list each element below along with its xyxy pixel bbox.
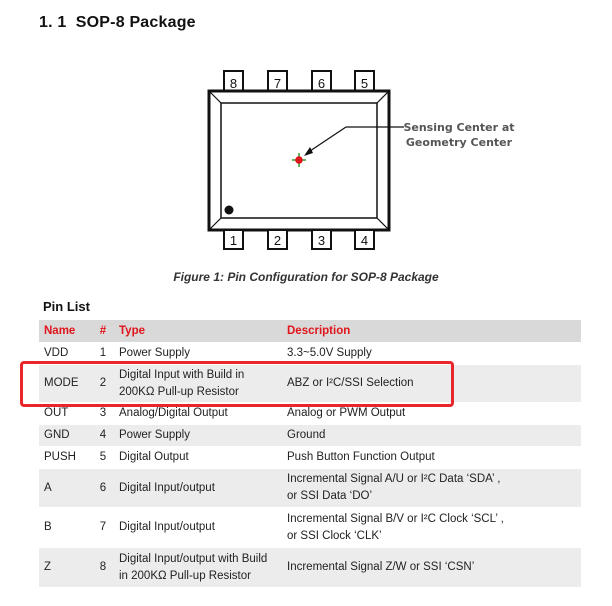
pin-2: 2	[267, 229, 288, 250]
pin-name-cell: MODE	[39, 364, 92, 403]
pin-type-cell: Digital Output	[114, 446, 282, 469]
pin-6: 6	[311, 70, 332, 92]
pin-3-label: 3	[318, 233, 325, 248]
pin1-indicator-dot	[224, 205, 234, 215]
pin-number-cell: 4	[92, 424, 114, 447]
pin-number-cell: 1	[92, 342, 114, 365]
pin-description-cell-line: Push Button Function Output	[287, 451, 435, 463]
pin-1-label: 1	[230, 233, 237, 248]
pin-2-label: 2	[274, 233, 281, 248]
header-type: Type	[114, 320, 282, 343]
header-description: Description	[282, 320, 581, 343]
pin-name-cell: GND	[39, 424, 92, 447]
pin-6-label: 6	[318, 76, 325, 91]
bottom-pins: 1 2 3 4	[223, 229, 375, 250]
pin-name-cell: Z	[39, 547, 92, 588]
pin-type-cell-line: Power Supply	[119, 429, 190, 441]
pin-description-cell-line: or SSI Data ‘DO’	[287, 490, 372, 502]
pin-name-cell: OUT	[39, 402, 92, 425]
pin-1: 1	[223, 229, 244, 250]
pin-8: 8	[223, 70, 244, 92]
sensing-center-marker	[292, 153, 306, 167]
pin-description-cell-line: 3.3~5.0V Supply	[287, 347, 372, 359]
pin-type-cell: Digital Input/output with Build in 200KΩ …	[114, 547, 282, 588]
header-name: Name	[39, 320, 92, 343]
header-num: #	[92, 320, 114, 343]
pin-5: 5	[354, 70, 375, 92]
pin-name-cell: A	[39, 468, 92, 508]
pin-number-cell: 2	[92, 364, 114, 403]
pin-type-cell-line: Digital Input with Build in	[119, 368, 245, 381]
pin-type-cell: Power Supply	[114, 342, 282, 365]
pin-3: 3	[311, 229, 332, 250]
table-header-row: Name # Type Description	[39, 320, 581, 343]
pin-description-cell: Incremental Signal B/V or I²C Clock ‘SCL…	[282, 507, 581, 548]
pin-description-cell: Incremental Signal Z/W or SSI ‘CSN’	[282, 547, 581, 588]
pin-description-cell-line: Incremental Signal A/U or I²C Data ‘SDA’…	[287, 473, 501, 485]
pin-description-cell: 3.3~5.0V Supply	[282, 342, 581, 365]
pin-type-cell-line: 200KΩ Pull-up Resistor	[119, 385, 239, 398]
annotation-line2: Geometry Center	[406, 136, 513, 149]
pin-type-cell-line: Digital Input/output with Build	[119, 552, 268, 565]
pin-number-cell: 3	[92, 402, 114, 425]
pin-8-label: 8	[230, 76, 237, 91]
pin-type-cell: Digital Input with Build in 200KΩ Pull-up…	[114, 364, 282, 403]
figure-caption: Figure 1: Pin Configuration for SOP-8 Pa…	[173, 270, 439, 284]
pin-type-cell-line: Digital Input/output	[119, 481, 215, 494]
pin-type-cell-line: Digital Input/output	[119, 521, 215, 533]
pin-list-title: Pin List	[43, 299, 90, 314]
top-pins: 8 7 6 5	[223, 70, 375, 92]
pin-description-cell-line: Incremental Signal Z/W or SSI ‘CSN’	[287, 561, 475, 573]
pin-type-cell-line: Digital Output	[119, 451, 189, 463]
pin-description-cell-line: Ground	[287, 429, 326, 441]
pin-number-cell: 7	[92, 507, 114, 548]
pin-name-cell: PUSH	[39, 446, 92, 469]
pin-name-cell: B	[39, 507, 92, 548]
pin-name-cell: VDD	[39, 342, 92, 365]
pin-type-cell: Digital Input/output	[114, 507, 282, 548]
pin-number-cell: 5	[92, 446, 114, 469]
annotation-arrow	[304, 126, 404, 156]
pin-type-cell-line: Analog/Digital Output	[119, 407, 228, 419]
pin-type-cell-line: in 200KΩ Pull-up Resistor	[119, 569, 251, 582]
pin-description-cell: Ground	[282, 424, 581, 447]
pin-description-cell-line: ABZ or I²C/SSI Selection	[287, 377, 414, 389]
pin-description-cell-line: Analog or PWM Output	[287, 407, 406, 419]
pin-type-cell-line: Power Supply	[119, 347, 190, 359]
pin-4: 4	[354, 229, 375, 250]
pin-description-cell-line: or SSI Clock ‘CLK’	[287, 529, 382, 542]
pin-type-cell: Digital Input/output	[114, 468, 282, 508]
pin-description-cell: Incremental Signal A/U or I²C Data ‘SDA’…	[282, 468, 581, 508]
pin-5-label: 5	[361, 76, 368, 91]
pin-4-label: 4	[361, 233, 368, 248]
pin-7-label: 7	[274, 76, 281, 91]
pin-description-cell: Analog or PWM Output	[282, 402, 581, 425]
pin-type-cell: Analog/Digital Output	[114, 402, 282, 425]
pin-number-cell: 8	[92, 547, 114, 588]
pin-description-cell: ABZ or I²C/SSI Selection	[282, 364, 581, 403]
pin-7: 7	[267, 70, 288, 92]
pin-description-cell: Push Button Function Output	[282, 446, 581, 469]
sop8-pin-diagram: 8 7 6 5 1 2	[207, 70, 515, 250]
pin-description-cell-line: Incremental Signal B/V or I²C Clock ‘SCL…	[287, 512, 504, 525]
section-title: 1. 1 SOP-8 Package	[39, 14, 196, 31]
pin-type-cell: Power Supply	[114, 424, 282, 447]
annotation-line1: Sensing Center at	[403, 121, 514, 134]
pin-number-cell: 6	[92, 468, 114, 508]
